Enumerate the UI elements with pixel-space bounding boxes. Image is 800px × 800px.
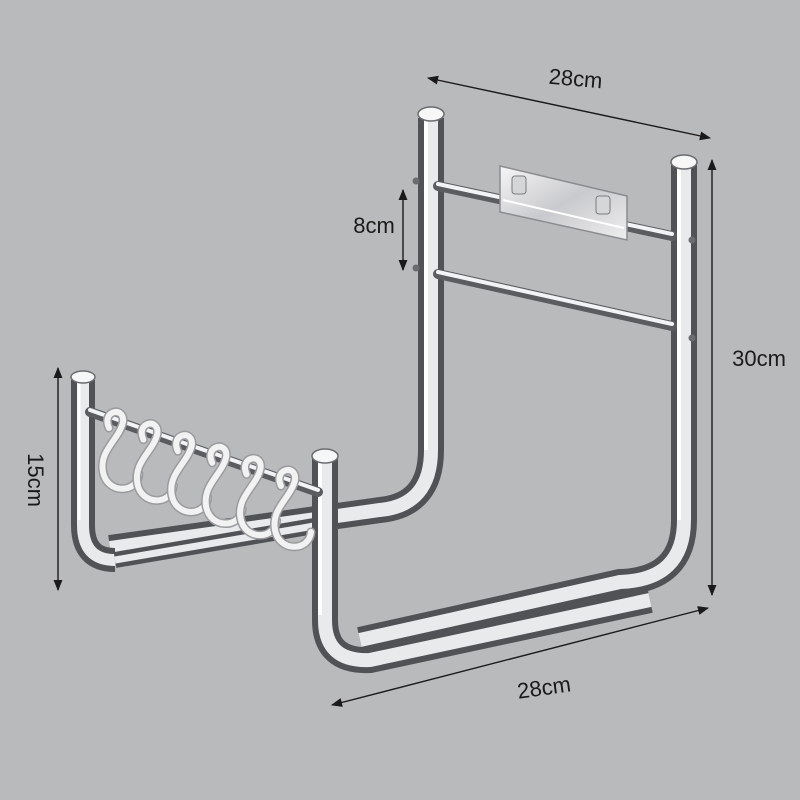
dim-top-width-label: 28cm [548, 64, 604, 94]
s-hook [202, 443, 246, 527]
plate-clip-left [511, 175, 527, 195]
dim-bottom-width-label: 28cm [516, 671, 573, 703]
dim-bottom-width-line [330, 606, 710, 707]
s-hook [168, 432, 211, 515]
dim-top-width-line [426, 75, 712, 141]
dim-spacing-label: 8cm [353, 213, 395, 238]
back-frame [108, 106, 698, 653]
s-hook [133, 420, 177, 504]
back-left-cap [417, 106, 445, 122]
dim-hook-height-label: 15cm [23, 453, 48, 507]
back-left-post [108, 118, 444, 561]
back-right-post [357, 165, 697, 653]
s-hook [237, 455, 280, 539]
dimension-lines [53, 75, 717, 707]
mount-plate [499, 165, 628, 241]
s-hook [99, 409, 142, 492]
plate-clip-right [595, 195, 611, 215]
s-hook [271, 467, 314, 550]
back-right-cap [670, 154, 698, 170]
s-hooks [98, 407, 316, 552]
dim-height-label: 30cm [732, 346, 786, 371]
